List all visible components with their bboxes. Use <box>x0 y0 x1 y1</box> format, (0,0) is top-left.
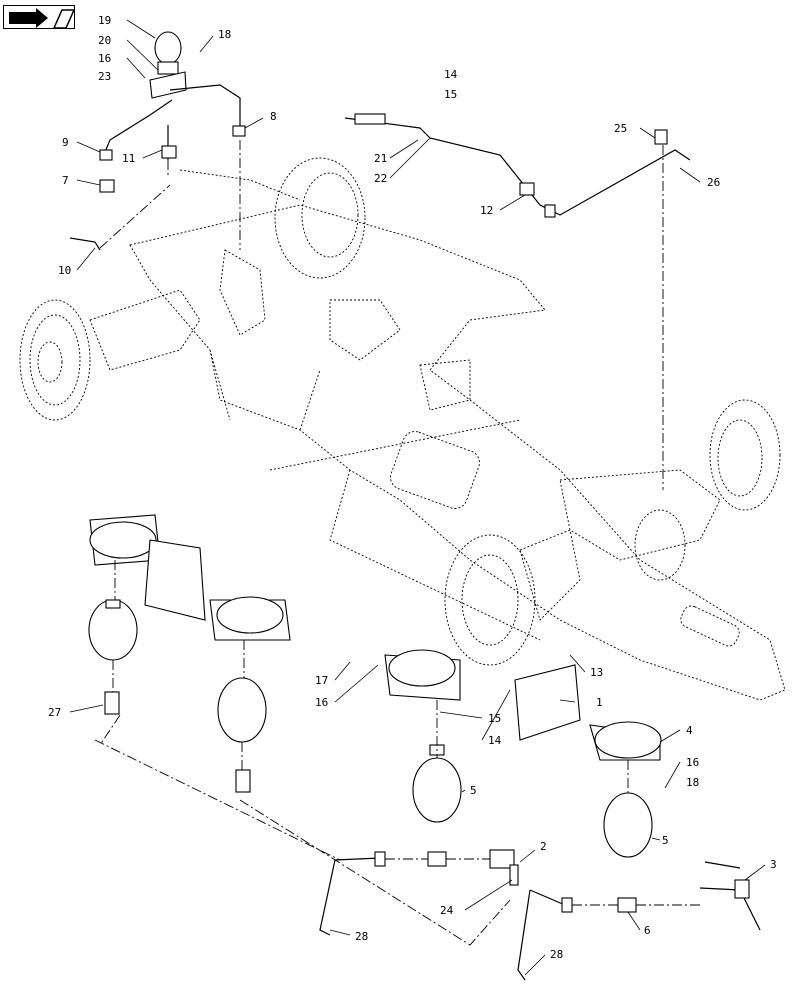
callout-9: 9 <box>62 136 69 149</box>
callout-20: 20 <box>98 34 111 47</box>
callout-labels: 19 18 20 16 23 9 8 11 7 10 14 15 21 22 2… <box>48 14 777 961</box>
lower-right-accumulators <box>384 649 662 858</box>
callout-27: 27 <box>48 706 61 719</box>
callout-10: 10 <box>58 264 71 277</box>
lower-hydraulic-lines <box>94 714 761 981</box>
callout-18: 18 <box>218 28 231 41</box>
callout-24: 24 <box>440 904 454 917</box>
callout-19: 19 <box>98 14 111 27</box>
callout-14: 14 <box>444 68 458 81</box>
callout-1: 1 <box>596 696 603 709</box>
callout-18-right: 18 <box>686 776 699 789</box>
callout-6: 6 <box>644 924 651 937</box>
callout-15-lower: 15 <box>488 712 501 725</box>
callout-7: 7 <box>62 174 69 187</box>
callout-28-right: 28 <box>550 948 563 961</box>
callout-28-left: 28 <box>355 930 368 943</box>
callout-13: 13 <box>590 666 603 679</box>
callout-21: 21 <box>374 152 387 165</box>
callout-16: 16 <box>98 52 111 65</box>
callout-15: 15 <box>444 88 457 101</box>
callout-17: 17 <box>315 674 328 687</box>
callout-26: 26 <box>707 176 720 189</box>
callout-14-lower: 14 <box>488 734 502 747</box>
callout-2: 2 <box>540 840 547 853</box>
rear-axle <box>444 399 781 666</box>
callout-leaders <box>69 19 766 976</box>
callout-25: 25 <box>614 122 627 135</box>
callout-3: 3 <box>770 858 777 871</box>
return-button[interactable] <box>3 5 76 29</box>
callout-4: 4 <box>686 724 693 737</box>
callout-16-lower: 16 <box>315 696 328 709</box>
lower-left-accumulators <box>88 514 291 793</box>
front-axle <box>19 157 366 421</box>
callout-23: 23 <box>98 70 111 83</box>
callout-22: 22 <box>374 172 387 185</box>
callout-5-right: 5 <box>662 834 669 847</box>
chassis-frame <box>129 169 786 701</box>
callout-5-left: 5 <box>470 784 477 797</box>
callout-11: 11 <box>122 152 135 165</box>
callout-16-right: 16 <box>686 756 699 769</box>
callout-8: 8 <box>270 110 277 123</box>
return-arrow-icon <box>9 8 76 29</box>
callout-12: 12 <box>480 204 493 217</box>
upper-hose-assembly <box>344 113 691 490</box>
upper-accumulator-assembly <box>69 31 246 251</box>
